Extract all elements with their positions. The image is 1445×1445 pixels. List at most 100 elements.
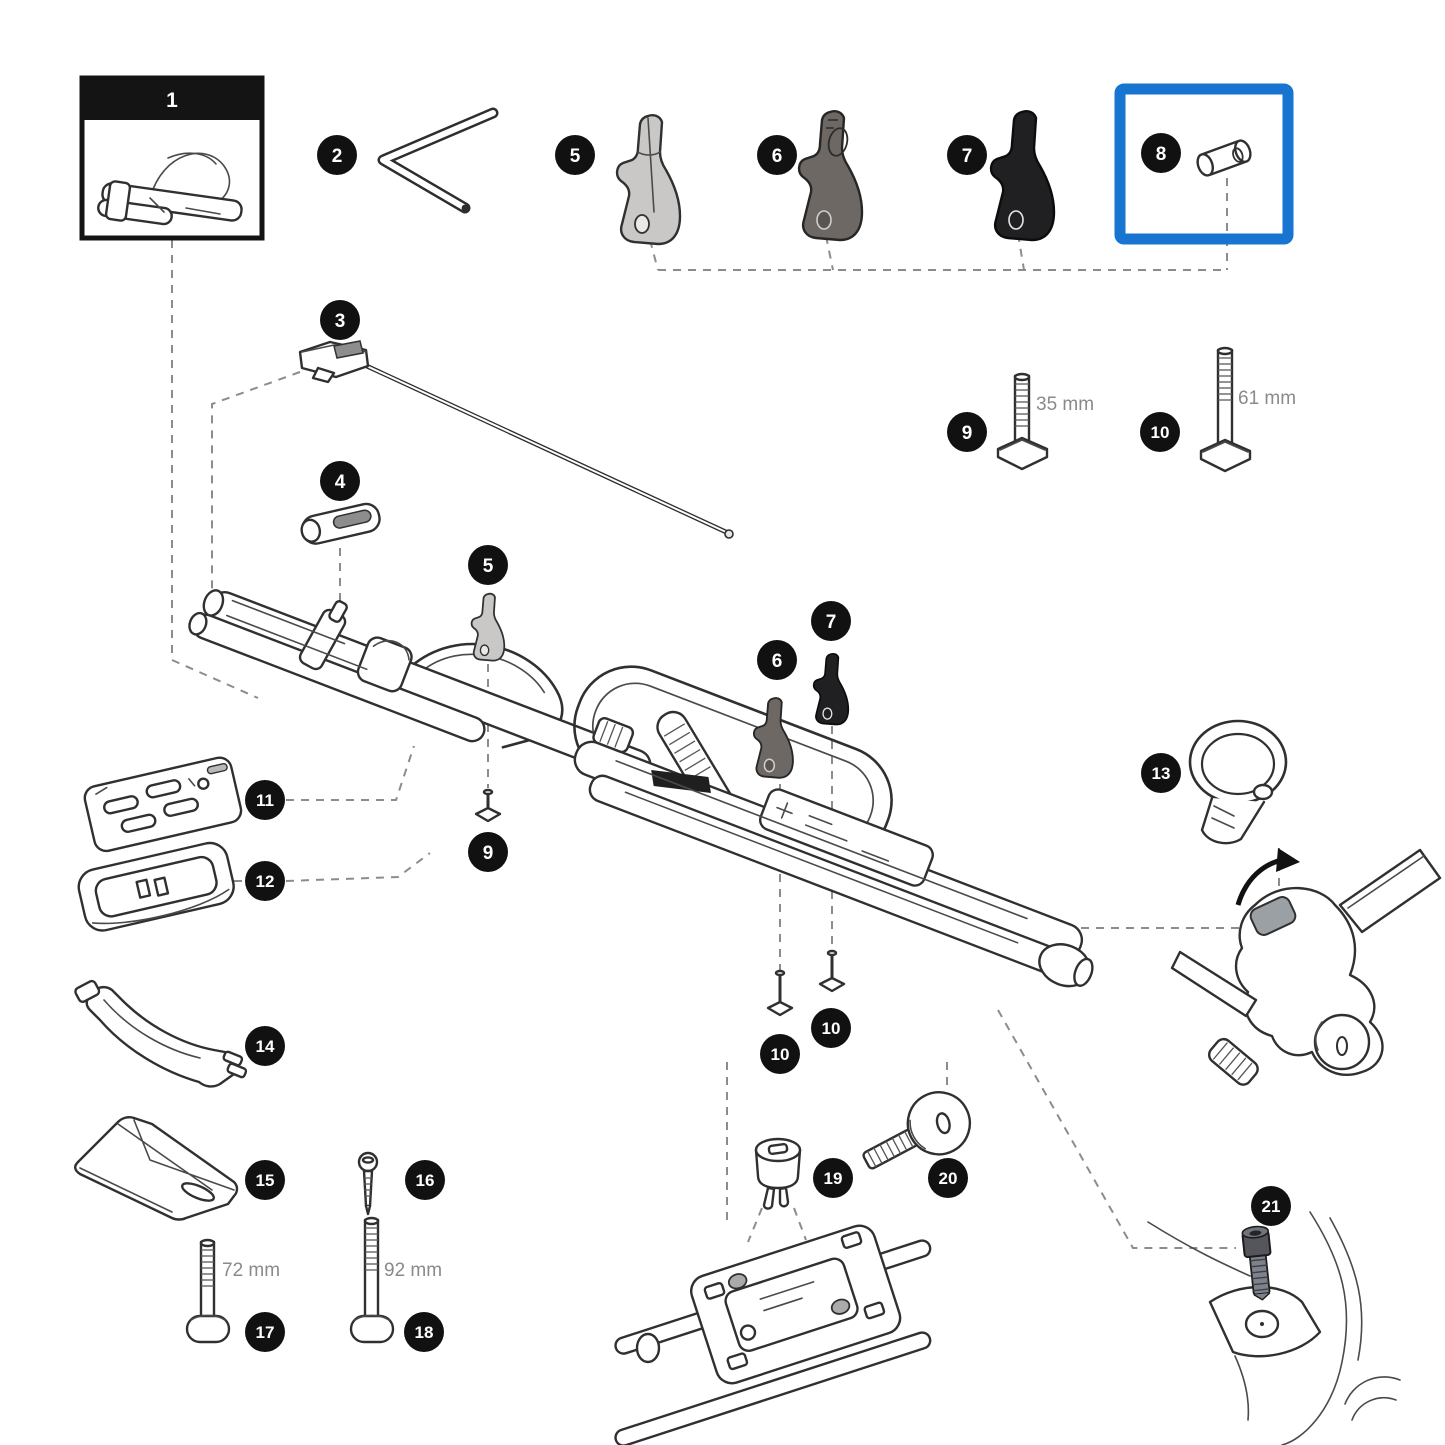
part-badge-10-top: 10 [1140,412,1180,452]
main-tray-assembly [573,665,1094,988]
tbolt-part-10 [1199,346,1252,473]
part-badge-5-top: 5 [555,135,595,175]
screw-part-16 [357,1151,379,1216]
ridged-lever [1207,1037,1259,1086]
bolt-part-21 [1241,1225,1272,1301]
part1-illustration [97,152,243,226]
part-badge-label: 17 [256,1323,275,1342]
lock-cylinder-part-19 [754,1137,802,1210]
part-badge-label: 18 [415,1323,434,1342]
clip-slot [332,509,372,529]
support-arm-part-14 [74,979,248,1088]
part-badge-9-mid: 9 [468,832,508,872]
part-badge-label: 9 [962,423,973,444]
dimension-label: 72 mm [222,1260,280,1281]
connector-line [649,178,1228,271]
dark-wedge-detail [651,770,711,793]
wheel-stop-part-6 [797,110,864,242]
tbolt-part-10-installed-a [766,969,794,1017]
frame-bracket [1147,1211,1401,1445]
part-badge-label: 2 [332,146,343,167]
part-badge-16: 16 [405,1160,445,1200]
hex-tip [461,204,469,212]
part-badge-label: 11 [256,791,274,810]
part-badge-18: 18 [404,1312,444,1352]
tbolt-part-9 [996,372,1049,471]
tbolt-part-9-installed [474,788,502,823]
part-badge-3: 3 [320,300,360,340]
clip-part-4 [300,502,381,545]
connector-line [211,371,301,653]
part-badge-12: 12 [245,861,285,901]
connector-line [997,1009,1236,1249]
crossbar-mount-assembly [614,1224,932,1445]
part-badge-11: 11 [245,780,285,820]
part-badge-8: 8 [1141,133,1181,173]
locking-knob-part-20 [862,1091,972,1170]
tbolt-part-17 [185,1238,231,1344]
part-badge-7-mid: 7 [811,601,851,641]
dimension-label: 61 mm [1238,388,1296,409]
clamp-assembly [1170,848,1442,1086]
part-badge-label: 9 [483,843,494,864]
gray-collar [1249,896,1297,936]
part-badge-label: 8 [1156,144,1167,165]
part-badge-label: 1 [166,89,178,112]
part-badge-label: 10 [1151,423,1170,442]
part-badge-label: 6 [772,651,783,672]
cable-part-3 [298,340,734,539]
part-badge-17: 17 [245,1312,285,1352]
part-badge-9-top: 9 [947,412,987,452]
part-badge-label: 7 [962,146,973,167]
dimension-label: 35 mm [1036,394,1094,415]
part-badge-13: 13 [1141,753,1181,793]
wheel-stop-part-7-installed [812,652,850,726]
pin-part-8 [1196,139,1252,177]
clamp-ring-part-13 [1188,719,1288,845]
connector-line [234,852,431,882]
adapter-plate-part-11 [83,756,243,853]
cable-head-insert [333,340,364,359]
part-badge-10-mid-a: 10 [760,1034,800,1074]
part-badge-label: 10 [771,1045,790,1064]
part-badge-2: 2 [317,135,357,175]
part-badge-label: 4 [335,472,346,493]
part-badge-7-top: 7 [947,135,987,175]
part-badge-20: 20 [928,1158,968,1198]
part-badge-label: 7 [826,612,837,633]
part-badge-label: 10 [822,1019,841,1038]
part-badge-label: 5 [570,146,581,167]
mount-plate [690,1224,902,1385]
part-badge-14: 14 [245,1026,285,1066]
connector-line [747,1207,807,1243]
part-badge-label: 19 [824,1169,843,1188]
wheel-stop-part-6-installed [752,697,794,779]
wedge-block-part-15 [74,1116,239,1221]
part1-box-header [82,78,262,120]
kit-box-part-1: 1 [79,75,265,241]
part-badge-label: 12 [256,872,275,891]
highlight-box [1114,83,1294,245]
dimension-label: 92 mm [384,1260,442,1281]
strap-buckle [298,600,348,671]
part-badge-19: 19 [813,1158,853,1198]
tbolt-part-10-installed-b [818,949,846,993]
adapter-frame-part-12 [77,841,235,932]
part-badge-10-mid-b: 10 [811,1008,851,1048]
part-badge-5-mid: 5 [468,545,508,585]
part-badge-6-mid: 6 [757,640,797,680]
connector-line [171,240,259,699]
part-badge-label: 14 [256,1037,275,1056]
part-badge-6-top: 6 [757,135,797,175]
wheel-stop-part-5-installed [470,592,506,662]
part-badge-label: 6 [772,146,783,167]
part-badge-label: 3 [335,311,346,332]
cable-end [724,529,734,539]
hex-wrench-part-2 [377,107,499,214]
rotation-arrow-head [1276,848,1300,872]
part-badge-label: 16 [416,1171,435,1190]
part-badge-label: 5 [483,556,494,577]
wheel-stop-part-5 [615,114,682,246]
